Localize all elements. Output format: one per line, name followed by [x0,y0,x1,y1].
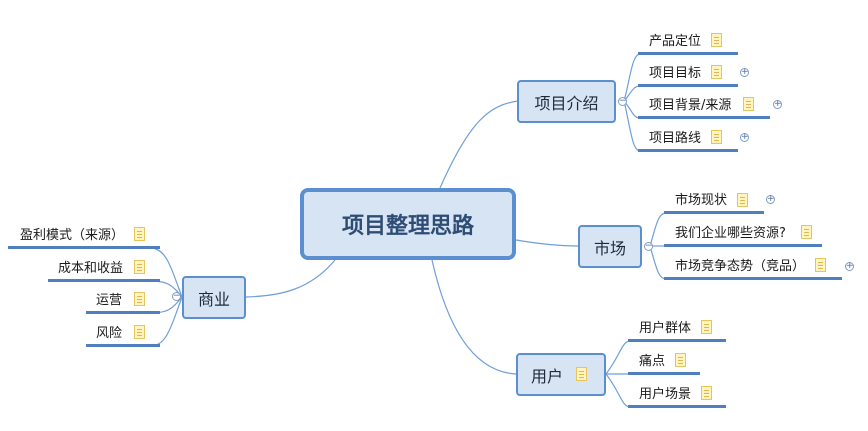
link-root-intro [439,100,519,189]
topic-intro-label: 项目介绍 [534,93,599,113]
note-icon[interactable] [134,292,145,306]
link-root-user [431,259,517,375]
topic-user[interactable]: 用户 [516,353,606,396]
intro-item-2-label: 项目目标 [649,66,702,81]
market-item-2-label: 我们企业哪些资源? [675,226,786,241]
note-icon[interactable] [134,227,145,241]
topic-user-label: 用户 [531,366,564,386]
intro-item-4[interactable]: 项目路线 [638,130,738,152]
market-item-1-label: 市场现状 [675,193,728,208]
expand-icon[interactable]: + [773,99,782,109]
topic-market-label: 市场 [593,238,626,258]
note-icon[interactable] [711,33,722,47]
collapse-icon[interactable]: − [644,241,653,251]
note-icon[interactable] [815,258,826,272]
expand-icon[interactable]: + [740,132,749,142]
market-item-1[interactable]: 市场现状 [664,192,764,214]
expand-icon[interactable]: + [845,261,854,271]
note-icon[interactable] [737,193,748,207]
topic-business[interactable]: 商业 [182,276,246,319]
expand-icon[interactable]: + [766,194,775,204]
business-item-4[interactable]: 风险 [86,325,160,347]
expand-icon[interactable]: + [740,67,749,77]
business-item-2[interactable]: 成本和收益 [48,260,160,282]
business-item-1[interactable]: 盈利模式（来源） [8,227,160,249]
link-root-market [515,239,579,247]
note-icon[interactable] [711,65,722,79]
market-item-3[interactable]: 市场竞争态势（竞品） [664,258,842,280]
market-item-3-label: 市场竞争态势（竞品） [675,259,806,274]
note-icon[interactable] [701,320,712,334]
intro-item-3-label: 项目背景/来源 [649,98,732,113]
user-item-2-label: 痛点 [639,354,666,369]
collapse-icon[interactable]: − [172,291,181,301]
business-item-1-label: 盈利模式（来源） [20,228,125,243]
business-item-3-label: 运营 [96,293,123,308]
note-icon[interactable] [134,260,145,274]
link-root-business [245,259,336,298]
note-icon[interactable] [711,130,722,144]
market-item-2[interactable]: 我们企业哪些资源? [664,225,822,247]
intro-item-1-label: 产品定位 [649,34,702,49]
user-item-1[interactable]: 用户群体 [628,320,726,342]
root-topic[interactable]: 项目整理思路 [300,188,516,260]
business-item-3[interactable]: 运营 [86,292,160,314]
intro-item-3[interactable]: 项目背景/来源 [638,97,770,119]
collapse-icon[interactable]: − [618,96,627,106]
user-item-3-label: 用户场景 [639,387,692,402]
intro-item-4-label: 项目路线 [649,131,702,146]
intro-item-1[interactable]: 产品定位 [638,33,738,55]
note-icon[interactable] [701,386,712,400]
user-item-2[interactable]: 痛点 [628,353,700,375]
link-user-3 [605,373,631,408]
note-icon[interactable] [675,353,686,367]
note-icon[interactable] [134,325,145,339]
business-item-4-label: 风险 [96,326,123,341]
note-icon[interactable] [801,225,812,239]
topic-business-label: 商业 [197,289,230,309]
root-topic-label: 项目整理思路 [341,214,474,239]
user-item-3[interactable]: 用户场景 [628,386,726,408]
link-user-1 [605,340,631,375]
user-item-1-label: 用户群体 [639,321,692,336]
note-icon[interactable] [743,97,754,111]
note-icon[interactable] [576,367,587,381]
business-item-2-label: 成本和收益 [58,261,124,276]
topic-intro[interactable]: 项目介绍 [517,80,616,123]
intro-item-2[interactable]: 项目目标 [638,65,738,87]
topic-market[interactable]: 市场 [578,225,642,268]
